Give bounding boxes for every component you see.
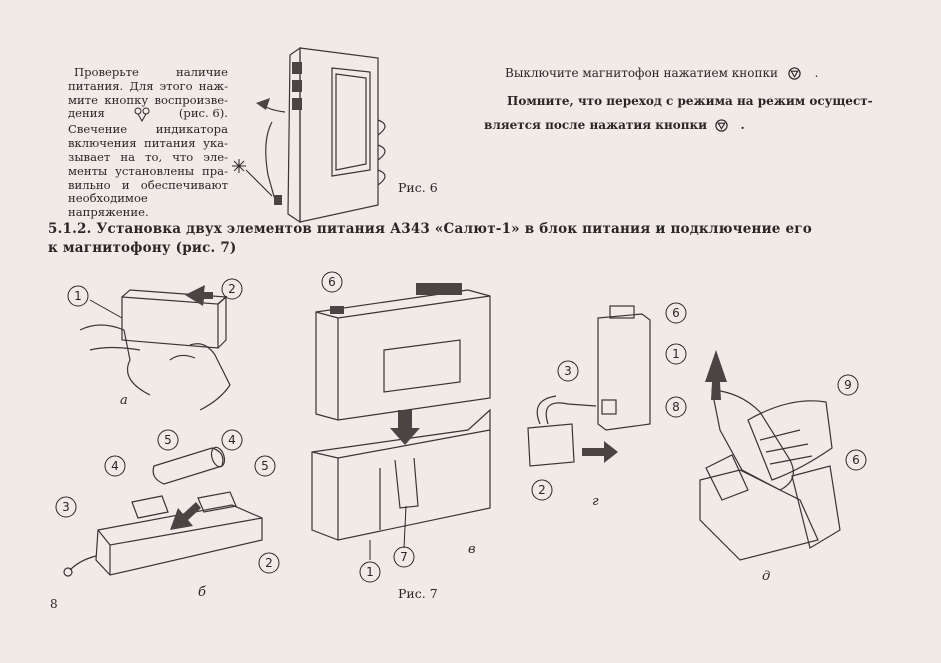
text-span: включения питания ука- [68,136,228,151]
callout-number: 2 [538,483,546,497]
callout-marker [157,429,179,451]
callout-number: 8 [672,400,680,414]
callout-number: 1 [74,289,82,303]
text-span: . [740,118,745,132]
text-span: необходимое напряжение. [68,191,149,220]
callout-marker [845,449,867,471]
callout-number: 1 [672,347,680,361]
page-number: 8 [50,597,58,611]
callout-marker [258,552,280,574]
callout-number: 6 [852,453,860,467]
callout-marker [531,479,553,501]
fig7b-callouts: 5 4 4 5 3 2 [55,429,280,574]
stop-triangle-icon [788,67,801,80]
play-key-icon [134,107,150,123]
callout-marker [321,271,343,293]
callout-marker [665,396,687,418]
callout-marker [221,278,243,300]
text-line: вильно и обеспечивают [68,177,228,193]
text-span: дения [68,106,105,121]
text-line: менты установлены пра- [68,163,228,179]
fig7a-hands-drawing [79,285,231,411]
callout-marker [393,546,415,568]
text-line: дения (рис. 6). [68,106,228,123]
callout-number: 3 [564,364,572,378]
text-line: питания. Для этого наж- [68,78,228,94]
text-line: мите кнопку воспроизве- [68,92,228,108]
callout-number: 5 [164,433,172,447]
callout-marker [665,343,687,365]
callout-number: 2 [265,556,273,570]
callout-number: 2 [228,282,236,296]
section-heading: 5.1.2. Установка двух элементов питания … [48,220,868,258]
text-span: менты установлены пра- [68,163,228,178]
indicator-light-icon [232,159,273,197]
sub-label-a: а [120,393,128,408]
callout-marker [67,285,89,307]
text-span: Свечение индикатора [68,122,228,137]
fig7a-callouts: 1 2 [67,278,243,307]
callout-number: 4 [228,433,236,447]
turn-off-line: Выключите магнитофон нажатием кнопки . [505,66,818,81]
callout-marker [221,429,243,451]
fig7g-plug-drawing [527,305,651,467]
callout-marker [55,496,77,518]
callout-number: 6 [672,306,680,320]
fig6-caption: Рис. 6 [398,180,438,195]
callout-marker [104,455,126,477]
fig6-recorder-drawing [256,46,386,224]
text-span: вляется после нажатия кнопки [484,118,708,132]
callout-marker [837,374,859,396]
text-span: питания. Для этого наж- [68,78,228,93]
callout-number: 1 [366,565,374,579]
callout-number: 5 [261,459,269,473]
sub-label-d: д [762,569,770,584]
callout-number: 9 [844,378,852,392]
fig7d-clip-drawing [699,350,841,561]
fig7v-assembly-drawing [311,283,491,560]
text-span: Помните, что переход с режима на режим о… [507,94,873,108]
sub-label-b: б [198,585,206,600]
mode-note-line1: Помните, что переход с режима на режим о… [507,94,873,109]
sub-label-v: в [468,542,476,557]
fig7d-callouts: 9 6 [837,374,867,471]
stop-triangle-icon [715,119,728,132]
text-span: . [814,66,819,80]
mode-note-line2: вляется после нажатия кнопки . [484,118,745,133]
fig7v-callouts: 6 1 7 [321,271,415,583]
callout-marker [254,455,276,477]
text-span: Выключите магнитофон нажатием кнопки [505,66,778,80]
text-span: (рис. 6). [178,106,228,121]
callout-marker [665,302,687,324]
callout-marker [557,360,579,382]
text-line: Свечение индикатора [68,122,228,137]
heading-line: 5.1.2. Установка двух элементов питания … [48,221,812,237]
heading-line: к магнитофону (рис. 7) [48,240,237,256]
callout-number: 3 [62,500,70,514]
text-span: мите кнопку воспроизве- [68,92,228,107]
fig7b-battery-tray-drawing [63,446,263,577]
text-span: зывает на то, что эле- [68,149,228,164]
text-line: необходимое напряжение. [68,192,228,220]
text-line: Проверьте наличие [68,65,228,80]
callout-number: 7 [400,550,408,564]
text-span: Проверьте наличие [74,65,228,79]
sub-label-g: г [592,494,599,509]
fig7g-callouts: 3 6 1 8 2 [531,302,687,501]
text-line: зывает на то, что эле- [68,149,228,165]
text-span: вильно и обеспечивают [68,177,228,192]
callout-marker [359,561,381,583]
callout-number: 6 [328,275,336,289]
text-line: включения питания ука- [68,136,228,151]
power-check-paragraph: Проверьте наличие питания. Для этого наж… [68,65,228,220]
callout-number: 4 [111,459,119,473]
fig7-caption: Рис. 7 [398,586,438,601]
